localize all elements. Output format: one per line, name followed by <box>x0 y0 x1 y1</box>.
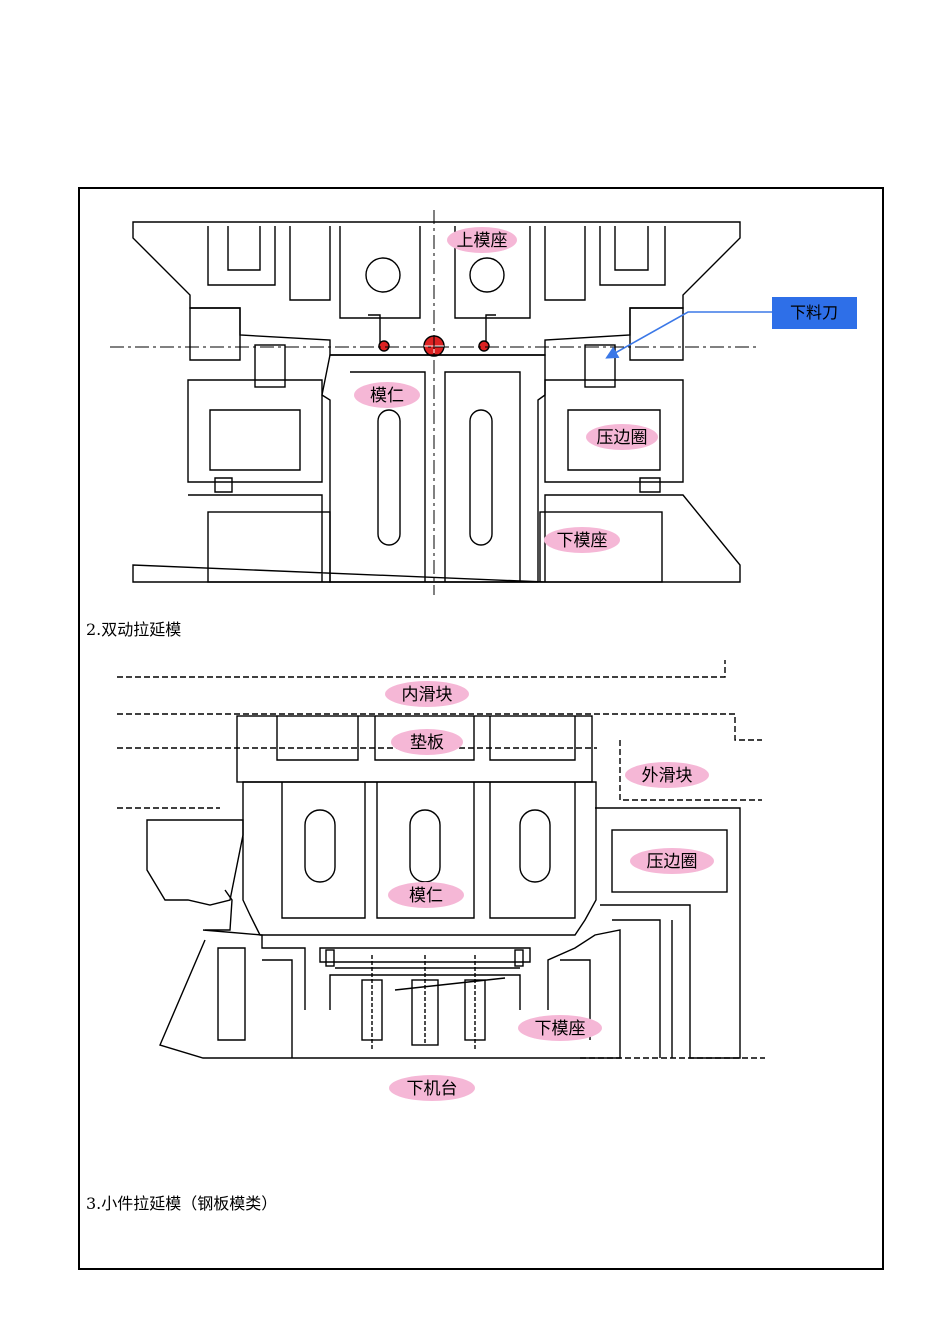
diagram2-labels: 内滑块 垫板 外滑块 压边圈 模仁 下模座 下机台 <box>385 681 714 1101</box>
upper-die-seat-outline <box>132 221 741 356</box>
lower-die-seat-outline <box>132 494 741 583</box>
diagram2-drawing <box>117 660 765 1059</box>
label-dia2-lower-die-seat: 下模座 <box>535 1019 586 1039</box>
dia2-punch-outline <box>242 781 597 936</box>
label-dia2-binder-ring: 压边圈 <box>647 852 698 872</box>
label-pad: 垫板 <box>410 733 444 753</box>
label-lower-die-seat: 下模座 <box>557 531 608 551</box>
label-blank-cutter: 下料刀 <box>790 303 838 322</box>
label-dia2-punch: 模仁 <box>409 886 443 906</box>
label-inner-slide: 内滑块 <box>402 685 453 705</box>
section-3-caption: 3.小件拉延模（钢板模类） <box>86 1194 278 1213</box>
section-2-caption: 2.双动拉延模 <box>86 620 182 639</box>
label-binder-ring: 压边圈 <box>597 428 648 448</box>
callout-blank-cutter-box <box>772 297 857 329</box>
label-lower-bed: 下机台 <box>407 1079 458 1099</box>
label-punch: 模仁 <box>370 386 404 406</box>
callout-arrow <box>605 311 772 359</box>
diagram1-drawing <box>110 210 760 595</box>
label-upper-die-seat: 上模座 <box>457 231 508 251</box>
label-outer-slide: 外滑块 <box>642 766 693 786</box>
page-frame <box>78 187 884 1270</box>
diagram1-labels: 上模座 模仁 压边圈 下模座 下料刀 <box>354 227 857 553</box>
